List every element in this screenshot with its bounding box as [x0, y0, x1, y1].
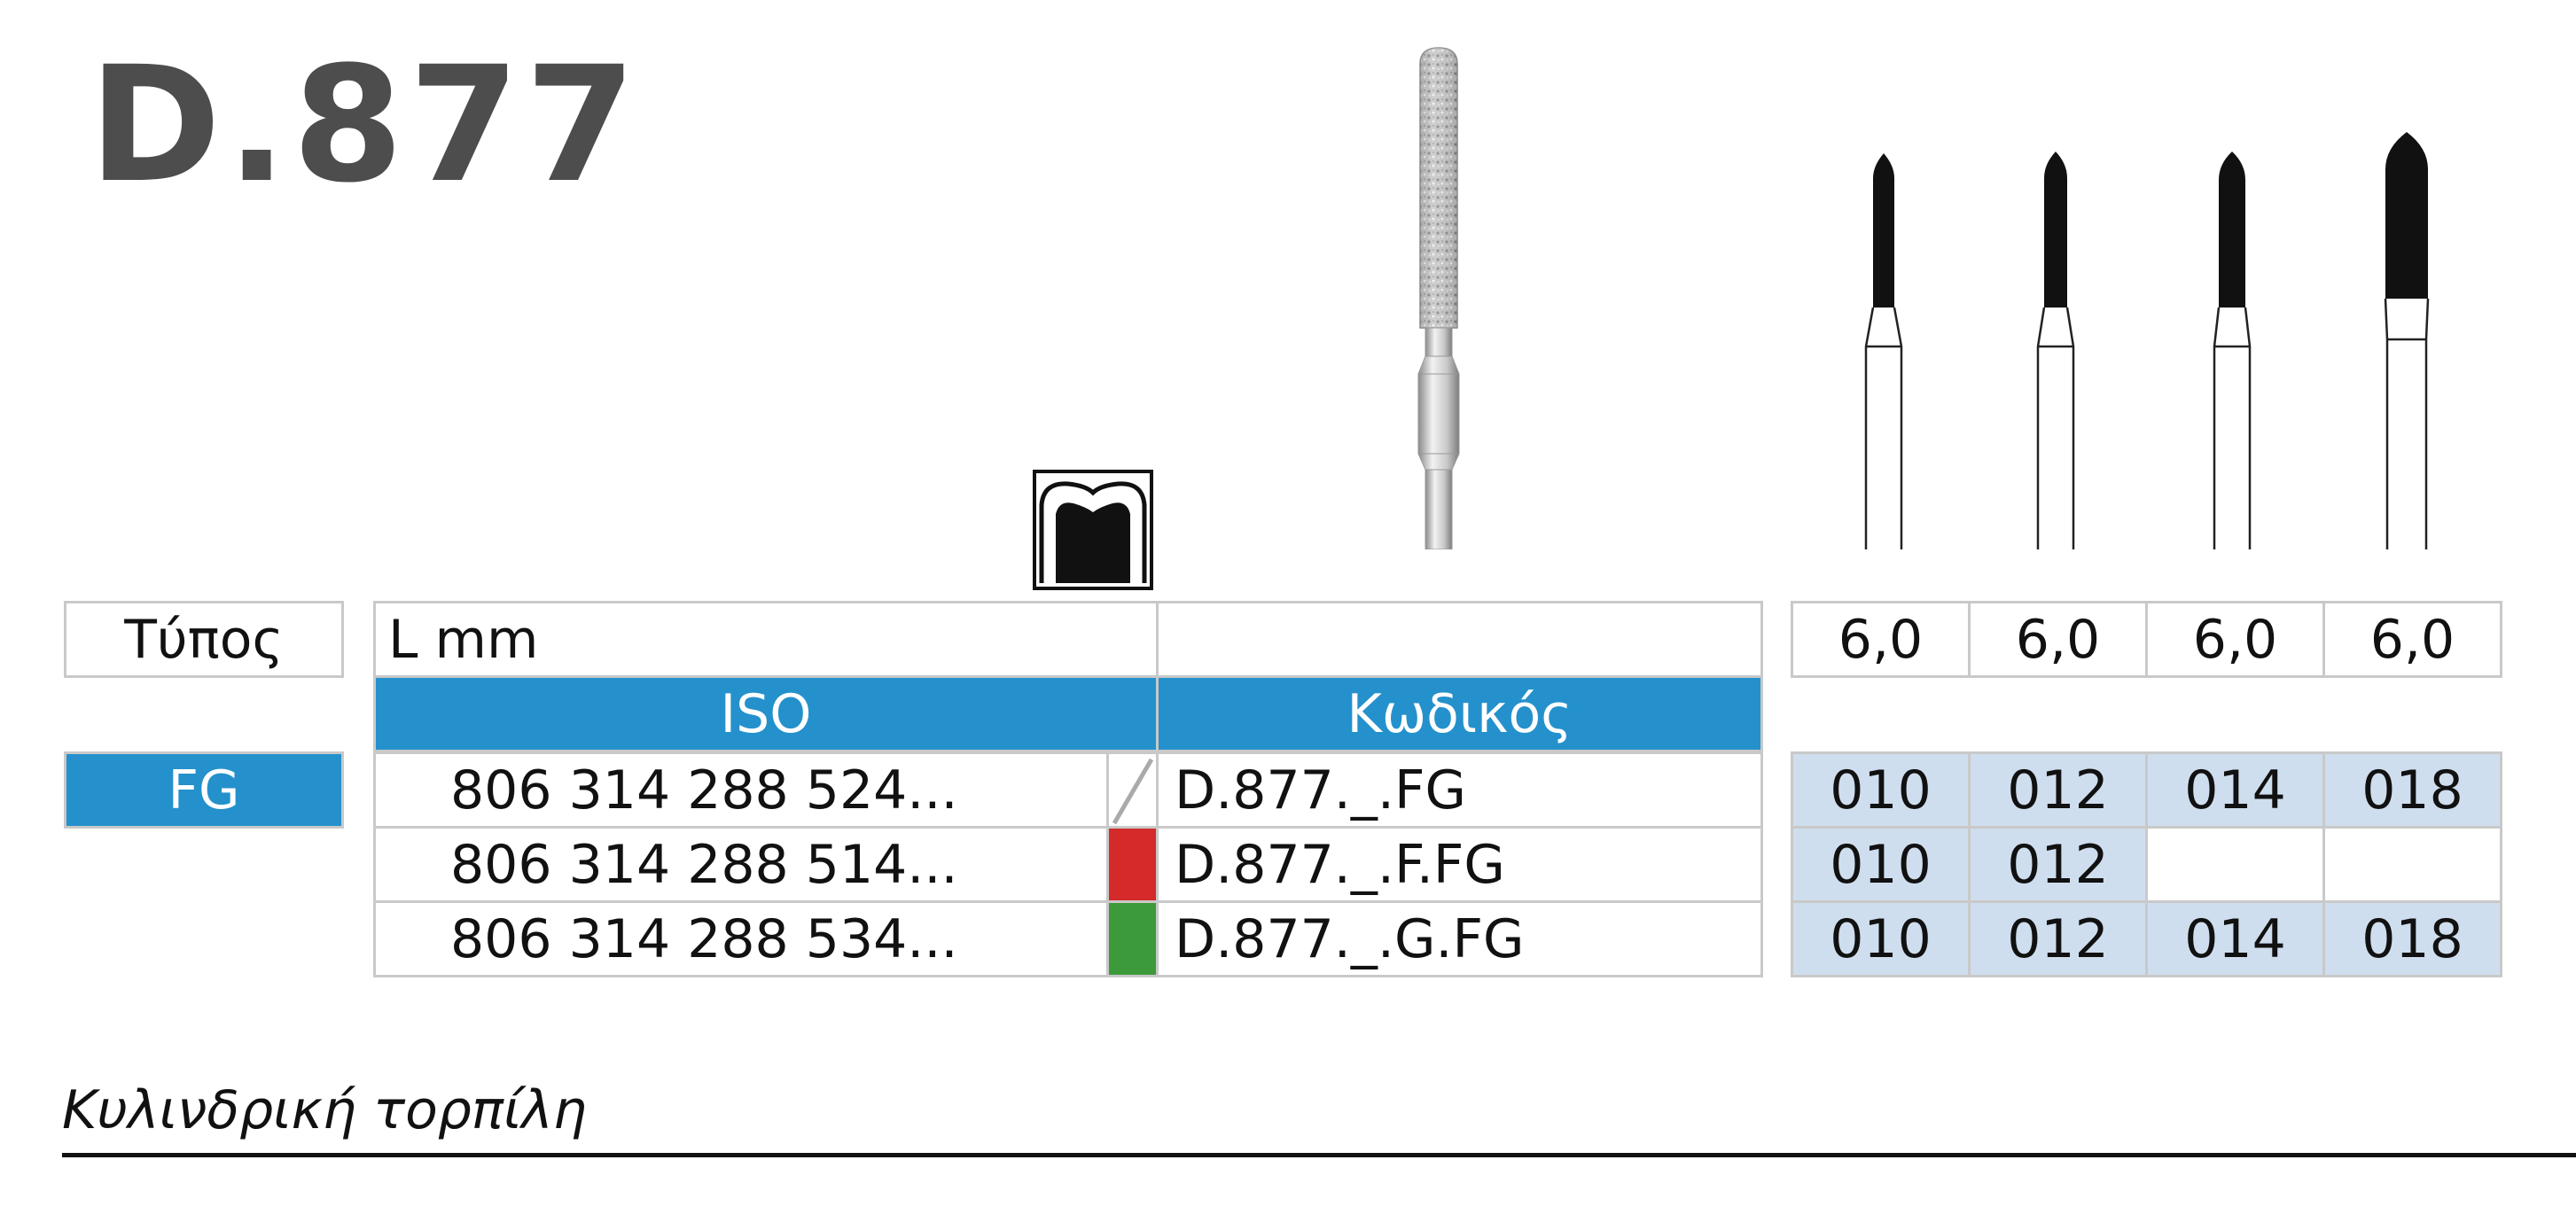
- bur-profile-icon-2: [2036, 152, 2075, 549]
- length-value: 6,0: [2145, 601, 2325, 678]
- grit-standard-swatch: [1106, 751, 1159, 829]
- shank-type-fg: FG: [64, 751, 344, 829]
- type-label: Τύπος: [64, 601, 344, 678]
- length-label: L mm: [373, 601, 1159, 678]
- length-value: 6,0: [2322, 601, 2502, 678]
- bur-profile-icon-1: [1864, 153, 1903, 549]
- length-value: 6,0: [1791, 601, 1971, 678]
- size-cell: 018: [2322, 900, 2502, 977]
- length-blank-cell: [1156, 601, 1763, 678]
- iso-number-row-2: 806 314 288 514...: [373, 826, 1109, 903]
- iso-number-row-3: 806 314 288 534...: [373, 900, 1109, 977]
- size-cell: 012: [1968, 751, 2148, 829]
- iso-number-row-1: 806 314 288 524...: [373, 751, 1109, 829]
- product-code-row-1: D.877._.FG: [1156, 751, 1763, 829]
- size-cell: 014: [2145, 751, 2325, 829]
- diamond-bur-image: [1417, 47, 1460, 549]
- product-code-row-3: D.877._.G.FG: [1156, 900, 1763, 977]
- tooth-crown-icon: [1033, 470, 1153, 590]
- size-cell: 014: [2145, 900, 2325, 977]
- size-cell: 018: [2322, 751, 2502, 829]
- code-header: Κωδικός: [1156, 675, 1763, 752]
- size-cell-empty: [2322, 826, 2502, 903]
- size-cell: 010: [1791, 900, 1971, 977]
- grit-coarse-swatch: [1106, 900, 1159, 977]
- product-description: Κυλινδρική τορπίλη: [62, 1079, 587, 1141]
- bur-profile-icon-4: [2384, 132, 2430, 549]
- size-cell: 010: [1791, 826, 1971, 903]
- product-title: D.877: [89, 33, 642, 218]
- size-cell: 012: [1968, 900, 2148, 977]
- bur-profile-icon-3: [2213, 152, 2252, 549]
- iso-header: ISO: [373, 675, 1159, 752]
- grit-fine-swatch: [1106, 826, 1159, 903]
- product-code-row-2: D.877._.F.FG: [1156, 826, 1763, 903]
- divider: [62, 1153, 2576, 1157]
- size-cell-empty: [2145, 826, 2325, 903]
- size-cell: 010: [1791, 751, 1971, 829]
- size-cell: 012: [1968, 826, 2148, 903]
- length-value: 6,0: [1968, 601, 2148, 678]
